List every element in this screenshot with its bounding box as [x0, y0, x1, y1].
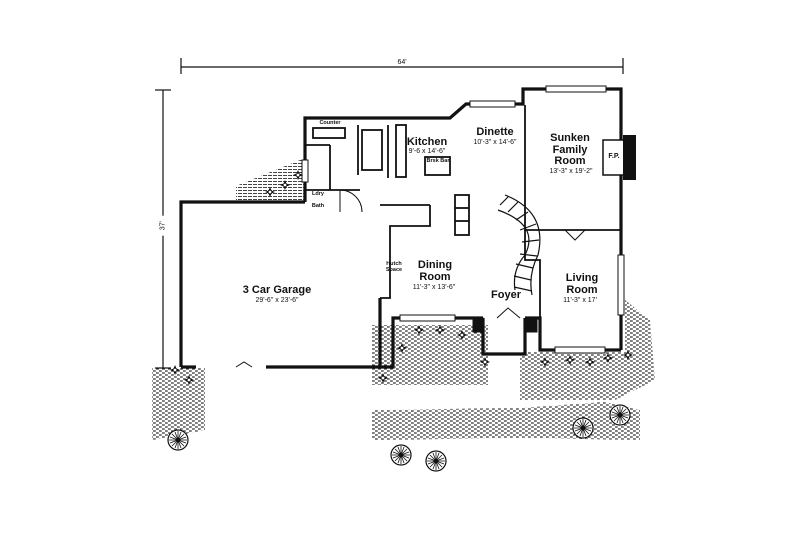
- lawn-hatch-front-left: [152, 368, 205, 440]
- foyer-name: Foyer: [491, 289, 521, 301]
- kitchen-name: Kitchen: [406, 136, 448, 148]
- interior-walls: [305, 105, 622, 318]
- laundry-label: Ldry: [312, 191, 324, 197]
- counter-label: Counter: [319, 120, 341, 126]
- landscaping: [152, 158, 655, 440]
- dining-room-dims: 11'-3" x 13'-6": [412, 284, 456, 291]
- fireplace-label: F.P.: [608, 153, 620, 160]
- dinette-name: Dinette: [476, 126, 514, 138]
- lawn-hatch-left: [236, 158, 305, 205]
- doors: [235, 189, 586, 368]
- garage-dims: 29'-6" x 23'-6": [255, 297, 299, 304]
- overall-width-label: 64': [390, 59, 414, 67]
- staircase: [497, 194, 541, 296]
- dining-room-name: Dining Room: [417, 259, 453, 283]
- overall-depth-label: 37': [159, 215, 167, 236]
- lawn-hatch-bottom: [372, 402, 640, 440]
- bath-label: Bath: [311, 203, 325, 209]
- breakfast-bar-label: Brsk Bar: [426, 158, 450, 164]
- living-room-name: Living Room: [565, 272, 599, 296]
- family-room-name: Sunken Family Room: [550, 132, 590, 168]
- lawn-hatch-right: [520, 300, 655, 400]
- hutch-space-label: Hutch Space: [385, 261, 403, 273]
- garage-name: 3 Car Garage: [242, 284, 312, 296]
- dimension-lines: [155, 58, 624, 369]
- living-room-dims: 11'-3" x 17': [563, 297, 597, 304]
- family-room-dims: 13'-3" x 19'-2": [549, 168, 593, 175]
- windows: [301, 85, 625, 354]
- kitchen-dims: 9'-6 x 14'-6": [408, 148, 446, 155]
- fireplace-hearth: [623, 135, 636, 180]
- dinette-dims: 10'-3" x 14'-6": [473, 139, 517, 146]
- lawn-hatch-front-center: [372, 325, 488, 385]
